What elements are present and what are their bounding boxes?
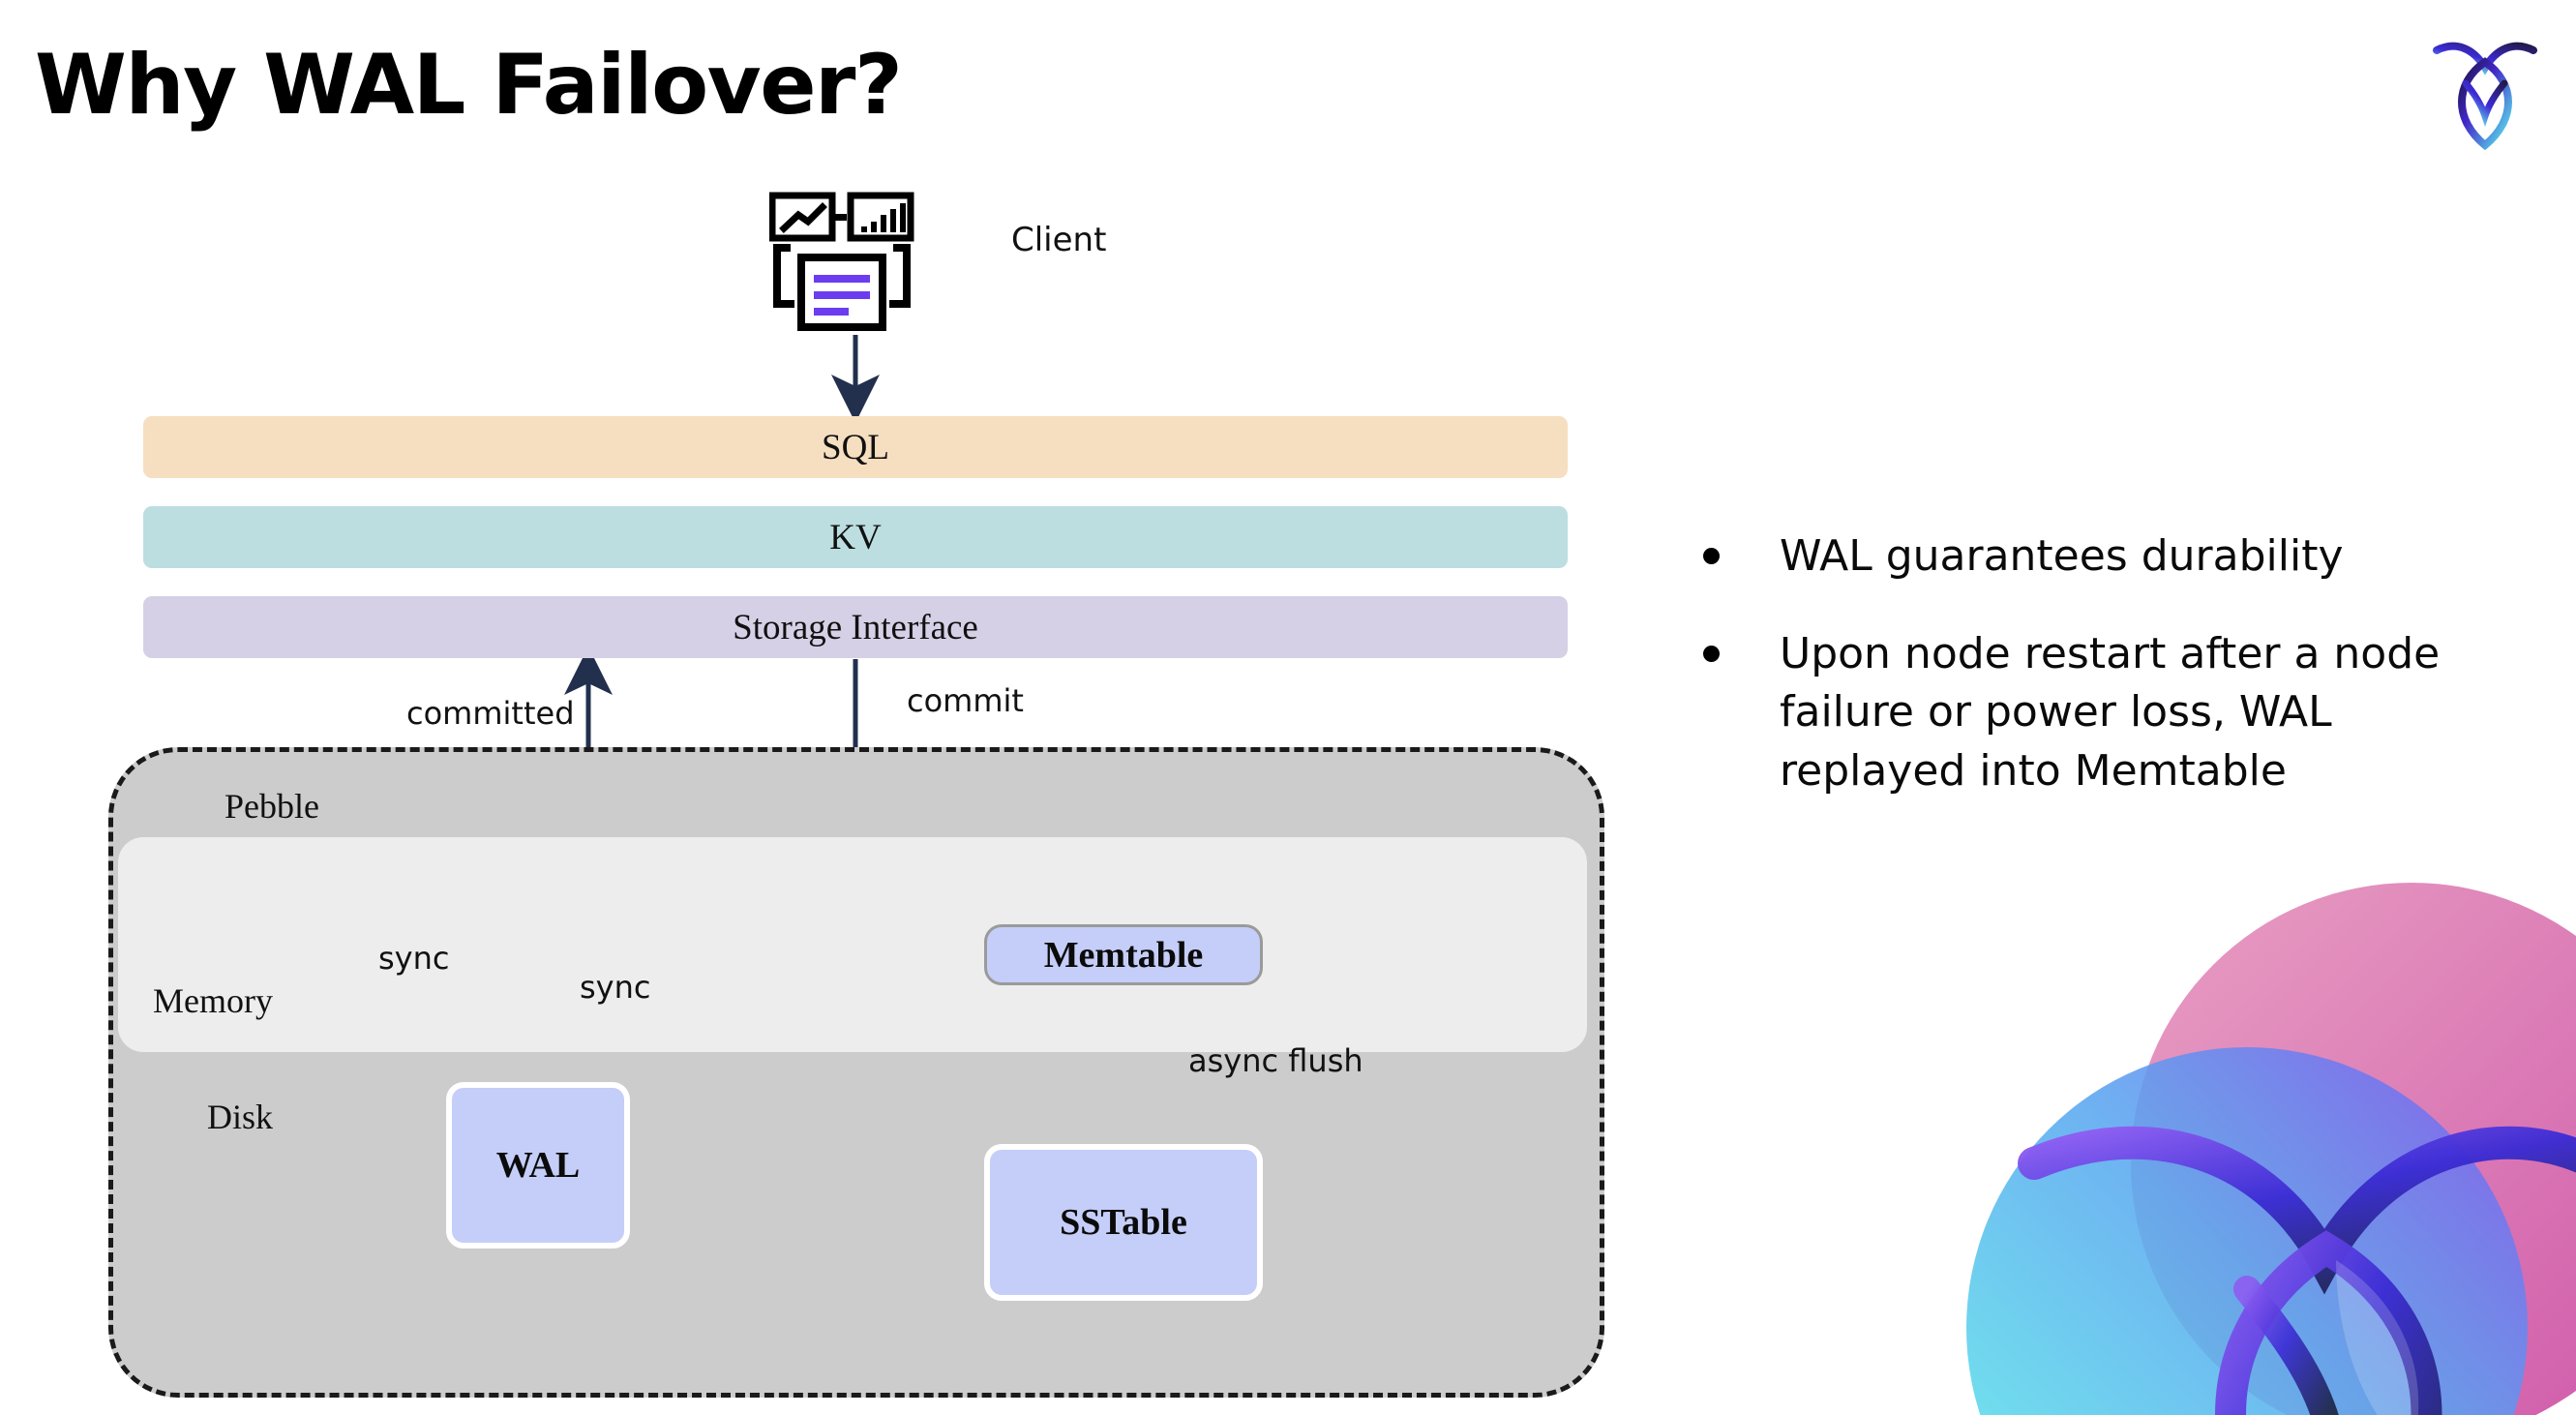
pebble-label: Pebble	[225, 787, 319, 826]
edge-label-sync-right: sync	[580, 969, 651, 1006]
edge-label-sync-left: sync	[378, 940, 450, 977]
edge-label-committed: committed	[406, 695, 575, 732]
node-sstable: SSTable	[984, 1144, 1263, 1301]
architecture-diagram: Client SQL KV Storage Interface Pebble M…	[108, 192, 1604, 1398]
list-item: Upon node restart after a node failure o…	[1703, 625, 2516, 801]
layer-label-storage-interface: Storage Interface	[733, 607, 978, 647]
bullet-text: Upon node restart after a node failure o…	[1780, 628, 2441, 797]
node-memtable: Memtable	[984, 924, 1263, 985]
bullet-text: WAL guarantees durability	[1780, 531, 2344, 581]
layer-bar-sql: SQL	[143, 416, 1568, 478]
client-dashboard-icon	[768, 192, 924, 335]
node-wal: WAL	[446, 1082, 630, 1249]
edge-label-commit: commit	[907, 682, 1024, 719]
layer-bar-storage-interface: Storage Interface	[143, 596, 1568, 658]
edge-label-async-flush: async flush	[1188, 1042, 1363, 1079]
decorative-logo-art	[1957, 873, 2576, 1415]
memory-label: Memory	[153, 981, 273, 1020]
layer-label-kv: KV	[829, 517, 882, 557]
cockroachdb-logo-icon	[2431, 27, 2539, 153]
disk-label: Disk	[207, 1098, 274, 1136]
bullet-dot-icon	[1703, 645, 1720, 662]
memory-zone	[118, 837, 1587, 1052]
layer-label-sql: SQL	[822, 427, 889, 467]
bullet-list: WAL guarantees durability Upon node rest…	[1703, 527, 2516, 840]
page-title: Why WAL Failover?	[35, 37, 903, 134]
client-label: Client	[1011, 221, 1107, 259]
list-item: WAL guarantees durability	[1703, 527, 2516, 587]
bullet-dot-icon	[1703, 548, 1720, 564]
layer-bar-kv: KV	[143, 506, 1568, 568]
